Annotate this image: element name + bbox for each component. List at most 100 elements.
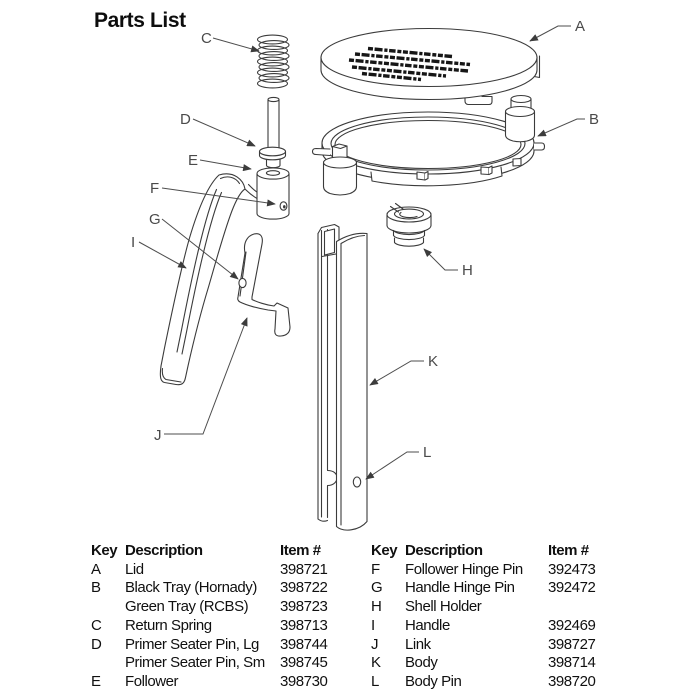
- row-item-number: 398720: [548, 672, 596, 690]
- link-part: [237, 233, 291, 337]
- row-item-number: 398727: [548, 635, 596, 653]
- row-description: Follower: [125, 672, 179, 690]
- primer-seater-pin-part: [258, 96, 287, 169]
- header-item-number: Item #: [280, 542, 321, 559]
- row-description: Primer Seater Pin, Sm: [125, 654, 265, 672]
- header-key: Key: [371, 542, 398, 559]
- body-pin-hole: [352, 476, 362, 488]
- row-description: Handle: [405, 616, 450, 634]
- label-i: I: [131, 234, 135, 251]
- row-key: H: [371, 598, 382, 616]
- leader-b: [537, 118, 585, 137]
- row-item-number: 398745: [280, 654, 328, 672]
- row-item-number: 398730: [280, 672, 328, 690]
- return-spring-part: [256, 34, 290, 89]
- header-item-number: Item #: [548, 542, 589, 559]
- label-k: K: [428, 353, 438, 370]
- row-key: K: [371, 654, 381, 672]
- table-header-row: Key Description Item #: [371, 542, 610, 561]
- row-description: Primer Seater Pin, Lg: [125, 635, 259, 653]
- label-h: H: [462, 262, 473, 279]
- table-row: C Return Spring 398713: [91, 617, 342, 636]
- row-key: F: [371, 560, 380, 578]
- row-key: [91, 654, 125, 673]
- row-item-number: 392469: [548, 616, 596, 634]
- leader-h: [423, 248, 458, 271]
- row-key: I: [371, 616, 375, 634]
- tray-part: [311, 94, 546, 196]
- parts-table-left: Key Description Item # A Lid 398721 B Bl…: [91, 542, 342, 692]
- lid-part: [320, 27, 541, 106]
- leader-i: [138, 241, 187, 269]
- row-item-number: 398744: [280, 635, 328, 653]
- parts-table-right: Key Description Item # F Follower Hinge …: [371, 542, 610, 692]
- shell-holder-part: [386, 202, 432, 247]
- row-description: Handle Hinge Pin: [405, 579, 515, 597]
- row-item-number: 392473: [548, 560, 596, 578]
- key-labels: A B C D E F G H I J K L: [131, 18, 599, 461]
- label-l: L: [423, 444, 431, 461]
- header-description: Description: [405, 542, 483, 559]
- table-row: G Handle Hinge Pin 392472: [371, 579, 610, 598]
- lid-engraving-texture: [348, 46, 471, 82]
- label-e: E: [188, 152, 198, 169]
- row-key: L: [371, 672, 379, 690]
- label-f: F: [150, 180, 159, 197]
- row-key: A: [91, 560, 101, 578]
- table-row: E Follower 398730: [91, 673, 342, 692]
- table-row: L Body Pin 398720: [371, 673, 610, 692]
- row-description: Body: [405, 654, 438, 672]
- header-key: Key: [91, 542, 118, 559]
- row-description: Green Tray (RCBS): [125, 598, 249, 616]
- page-title: Parts List: [94, 9, 186, 32]
- leader-e: [199, 159, 252, 172]
- label-a: A: [575, 18, 585, 35]
- label-d: D: [180, 111, 191, 128]
- label-j: J: [154, 427, 162, 444]
- table-row: A Lid 398721: [91, 561, 342, 580]
- row-key: [91, 598, 125, 617]
- table-row: B Black Tray (Hornady) 398722: [91, 579, 342, 598]
- follower-part: [256, 167, 290, 220]
- leader-c: [212, 37, 260, 53]
- row-item-number: [548, 598, 610, 617]
- leader-j: [164, 317, 248, 435]
- table-row: Green Tray (RCBS) 398723: [91, 598, 342, 617]
- handle-part: [159, 173, 246, 386]
- leader-d: [192, 118, 256, 147]
- header-description: Description: [125, 542, 203, 559]
- row-key: B: [91, 579, 101, 597]
- body-part: [317, 223, 368, 531]
- leader-l: [365, 451, 419, 480]
- row-item-number: 398721: [280, 560, 328, 578]
- label-g: G: [149, 211, 161, 228]
- leader-g: [161, 218, 239, 280]
- row-key: G: [371, 579, 383, 597]
- row-description: Lid: [125, 560, 144, 578]
- row-item-number: 398722: [280, 579, 328, 597]
- table-row: F Follower Hinge Pin 392473: [371, 561, 610, 580]
- row-item-number: 392472: [548, 579, 596, 597]
- row-item-number: 398714: [548, 654, 596, 672]
- exploded-view-diagram: A B C D E F G H I J K L: [131, 18, 599, 531]
- table-header-row: Key Description Item #: [91, 542, 342, 561]
- row-description: Link: [405, 635, 431, 653]
- row-key: E: [91, 672, 101, 690]
- table-row: K Body 398714: [371, 654, 610, 673]
- row-key: J: [371, 635, 379, 653]
- row-key: D: [91, 635, 102, 653]
- label-b: B: [589, 111, 599, 128]
- leader-a: [529, 25, 571, 42]
- leader-lines: [138, 25, 585, 480]
- row-item-number: 398723: [280, 598, 328, 616]
- row-description: Body Pin: [405, 672, 462, 690]
- table-row: H Shell Holder: [371, 598, 610, 617]
- row-description: Black Tray (Hornady): [125, 579, 257, 597]
- table-row: Primer Seater Pin, Sm 398745: [91, 654, 342, 673]
- row-description: Follower Hinge Pin: [405, 560, 523, 578]
- row-item-number: 398713: [280, 616, 328, 634]
- table-row: J Link 398727: [371, 636, 610, 655]
- leader-k: [369, 360, 424, 386]
- table-row: I Handle 392469: [371, 617, 610, 636]
